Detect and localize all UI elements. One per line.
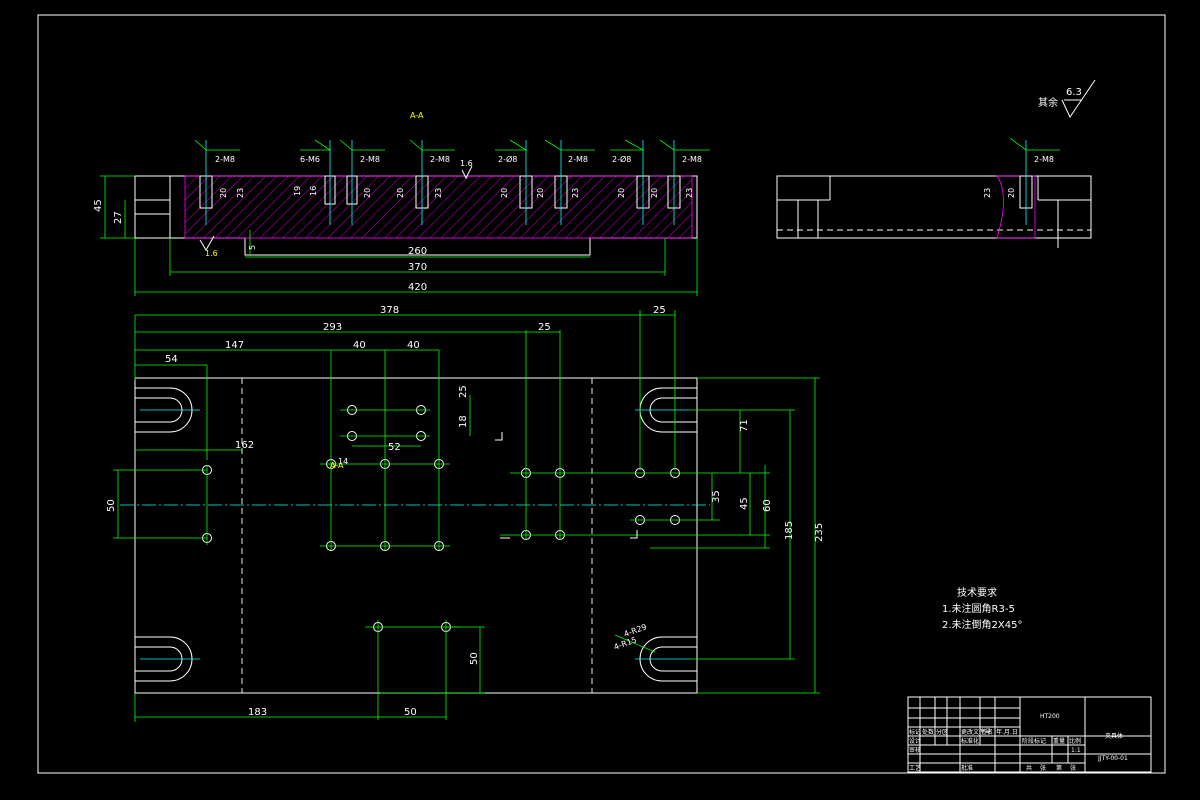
- section-hatch: [184, 175, 693, 239]
- svg-text:年.月.日: 年.月.日: [996, 728, 1018, 736]
- svg-text:2-M8: 2-M8: [360, 155, 380, 164]
- svg-text:分区: 分区: [936, 728, 948, 736]
- svg-text:18: 18: [458, 415, 469, 428]
- technical-notes: 技术要求 1.未注圆角R3-5 2.未注倒角2X45°: [942, 586, 1022, 631]
- svg-text:张: 张: [1040, 764, 1046, 772]
- svg-text:工艺: 工艺: [909, 764, 921, 772]
- svg-text:25: 25: [458, 385, 469, 398]
- svg-text:27: 27: [113, 211, 124, 224]
- svg-text:40: 40: [353, 340, 366, 351]
- svg-text:20: 20: [650, 188, 659, 198]
- svg-text:50: 50: [404, 707, 417, 718]
- surface-finish-symbol: 其余 6.3: [1038, 79, 1096, 119]
- svg-text:52: 52: [388, 442, 401, 453]
- svg-text:2-M8: 2-M8: [1034, 155, 1054, 164]
- svg-text:370: 370: [408, 262, 427, 273]
- svg-text:16: 16: [309, 186, 318, 196]
- svg-text:重量: 重量: [1053, 737, 1065, 745]
- svg-text:批准: 批准: [961, 764, 973, 772]
- svg-text:60: 60: [762, 499, 773, 512]
- svg-text:147: 147: [225, 340, 244, 351]
- svg-text:20: 20: [396, 188, 405, 198]
- svg-text:378: 378: [380, 305, 399, 316]
- svg-text:签名: 签名: [981, 728, 993, 736]
- title-drawing-no: JJTY-00-01: [1097, 755, 1128, 762]
- svg-text:35: 35: [711, 490, 722, 503]
- svg-text:标准化: 标准化: [961, 737, 979, 745]
- svg-text:2-M8: 2-M8: [430, 155, 450, 164]
- svg-text:162: 162: [235, 440, 254, 451]
- svg-text:标记: 标记: [909, 728, 921, 736]
- svg-text:6-M6: 6-M6: [300, 155, 320, 164]
- title-block: HT200 夹具体 JJTY-00-01 1:1 标记 处数 分区 更改文件号 …: [907, 696, 1152, 773]
- section-top-mark: A-A: [410, 111, 424, 120]
- svg-text:40: 40: [407, 340, 420, 351]
- svg-text:235: 235: [814, 523, 825, 542]
- svg-text:183: 183: [248, 707, 267, 718]
- svg-text:张: 张: [1070, 764, 1076, 772]
- svg-text:更改文件号: 更改文件号: [961, 728, 991, 736]
- svg-text:阶段标记: 阶段标记: [1022, 737, 1046, 745]
- svg-text:23: 23: [983, 188, 992, 198]
- svg-text:设计: 设计: [909, 737, 921, 745]
- svg-text:23: 23: [236, 188, 245, 198]
- svg-text:45: 45: [739, 497, 750, 510]
- surface-finish-label: 其余: [1038, 96, 1058, 109]
- svg-text:2-M8: 2-M8: [215, 155, 235, 164]
- svg-text:260: 260: [408, 246, 427, 257]
- svg-text:2-M8: 2-M8: [682, 155, 702, 164]
- tech-note-2: 2.未注倒角2X45°: [942, 618, 1022, 631]
- svg-text:14: 14: [338, 457, 348, 466]
- svg-text:1.6: 1.6: [205, 249, 218, 258]
- plan-holes: [202, 405, 680, 632]
- svg-text:第: 第: [1056, 764, 1062, 772]
- side-view: 2-M8 23 20: [776, 137, 1092, 248]
- svg-text:20: 20: [219, 188, 228, 198]
- svg-text:审核: 审核: [909, 746, 921, 754]
- svg-text:45: 45: [93, 199, 104, 212]
- svg-text:20: 20: [363, 188, 372, 198]
- surface-finish-value: 6.3: [1066, 87, 1082, 98]
- svg-text:共: 共: [1026, 764, 1032, 772]
- tech-note-1: 1.未注圆角R3-5: [942, 602, 1015, 615]
- svg-text:5: 5: [248, 245, 257, 250]
- svg-text:23: 23: [571, 188, 580, 198]
- title-material: HT200: [1040, 713, 1060, 720]
- svg-text:71: 71: [739, 419, 750, 432]
- svg-text:25: 25: [653, 305, 666, 316]
- svg-text:19: 19: [293, 186, 302, 196]
- svg-text:4-R29: 4-R29: [623, 622, 648, 639]
- svg-text:54: 54: [165, 354, 178, 365]
- svg-text:比例: 比例: [1069, 737, 1081, 745]
- svg-text:420: 420: [408, 282, 427, 293]
- svg-text:50: 50: [469, 652, 480, 665]
- svg-text:20: 20: [500, 188, 509, 198]
- svg-text:25: 25: [538, 322, 551, 333]
- svg-text:20: 20: [536, 188, 545, 198]
- tech-notes-title: 技术要求: [957, 586, 997, 599]
- svg-text:20: 20: [1007, 188, 1016, 198]
- svg-text:2-M8: 2-M8: [568, 155, 588, 164]
- svg-text:1.6: 1.6: [460, 159, 473, 168]
- svg-text:185: 185: [784, 521, 795, 540]
- plan-view: 378 293 25 25 147 40 40 54 162 25 18 52 …: [106, 305, 825, 722]
- svg-text:20: 20: [617, 188, 626, 198]
- section-view: A-A: [93, 111, 710, 296]
- svg-text:293: 293: [323, 322, 342, 333]
- outer-frame: [37, 14, 1166, 774]
- svg-text:23: 23: [685, 188, 694, 198]
- svg-text:处数: 处数: [922, 728, 934, 736]
- title-part-name: 夹具体: [1105, 732, 1123, 740]
- svg-text:2-Ø8: 2-Ø8: [612, 154, 631, 164]
- svg-text:23: 23: [434, 188, 443, 198]
- svg-text:50: 50: [106, 499, 117, 512]
- svg-text:2-Ø8: 2-Ø8: [498, 154, 517, 164]
- svg-text:A-A: A-A: [330, 461, 344, 470]
- title-scale: 1:1: [1071, 747, 1081, 754]
